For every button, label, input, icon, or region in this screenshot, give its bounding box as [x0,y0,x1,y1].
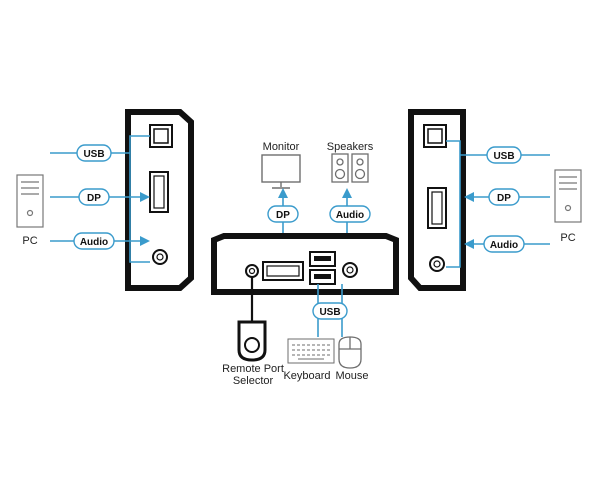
right-audio-arrow-icon [464,239,474,249]
svg-text:Audio: Audio [490,240,518,251]
left-audio-arrow-icon [140,236,150,246]
mouse-icon [338,336,362,369]
right-dp-badge: DP [488,188,520,206]
svg-text:USB: USB [83,149,104,160]
right-audio-badge: Audio [483,235,525,253]
left-audio-badge: Audio [73,232,115,250]
audio-jack-icon [152,249,168,265]
svg-text:DP: DP [87,193,101,204]
left-usb-badge: USB [76,144,112,162]
mouse-label: Mouse [335,370,368,382]
monitor-arrow-icon [278,188,288,198]
speakers-audio-badge: Audio [329,205,371,223]
right-receiver-unit [408,109,466,291]
svg-text:Audio: Audio [336,210,364,221]
displayport-out-port-icon [262,261,304,281]
svg-text:USB: USB [493,151,514,162]
pc-right-label: PC [560,232,575,244]
audio-jack-icon [429,256,445,272]
displayport-port-icon [427,187,447,229]
svg-text:DP: DP [276,210,290,221]
left-dp-badge: DP [78,188,110,206]
pc-left-icon [16,174,44,228]
usb-b-port-icon [423,124,447,148]
monitor-dp-badge: DP [267,205,299,223]
svg-text:DP: DP [497,193,511,204]
speakers-arrow-icon [342,188,352,198]
right-dp-arrow-icon [464,192,474,202]
peripheral-usb-badge: USB [312,302,348,320]
remote-port-selector-icon [237,320,267,362]
speakers-icon [331,153,369,183]
pc-right-icon [554,169,582,223]
left-dp-arrow-icon [140,192,150,202]
remote-selector-label-line2: Selector [233,375,274,387]
remote-port-jack-icon [245,264,259,278]
right-usb-badge: USB [486,146,522,164]
monitor-label: Monitor [263,141,300,153]
center-kvm-unit [211,233,399,295]
svg-text:Audio: Audio [80,237,108,248]
audio-out-jack-icon [342,262,358,278]
svg-text:USB: USB [319,307,340,318]
pc-left-label: PC [22,235,37,247]
speakers-label: Speakers [327,141,374,153]
monitor-icon [261,154,301,189]
keyboard-label: Keyboard [283,370,330,382]
displayport-port-icon [149,171,169,213]
keyboard-icon [287,338,335,364]
remote-selector-label-line1: Remote Port [222,363,284,375]
